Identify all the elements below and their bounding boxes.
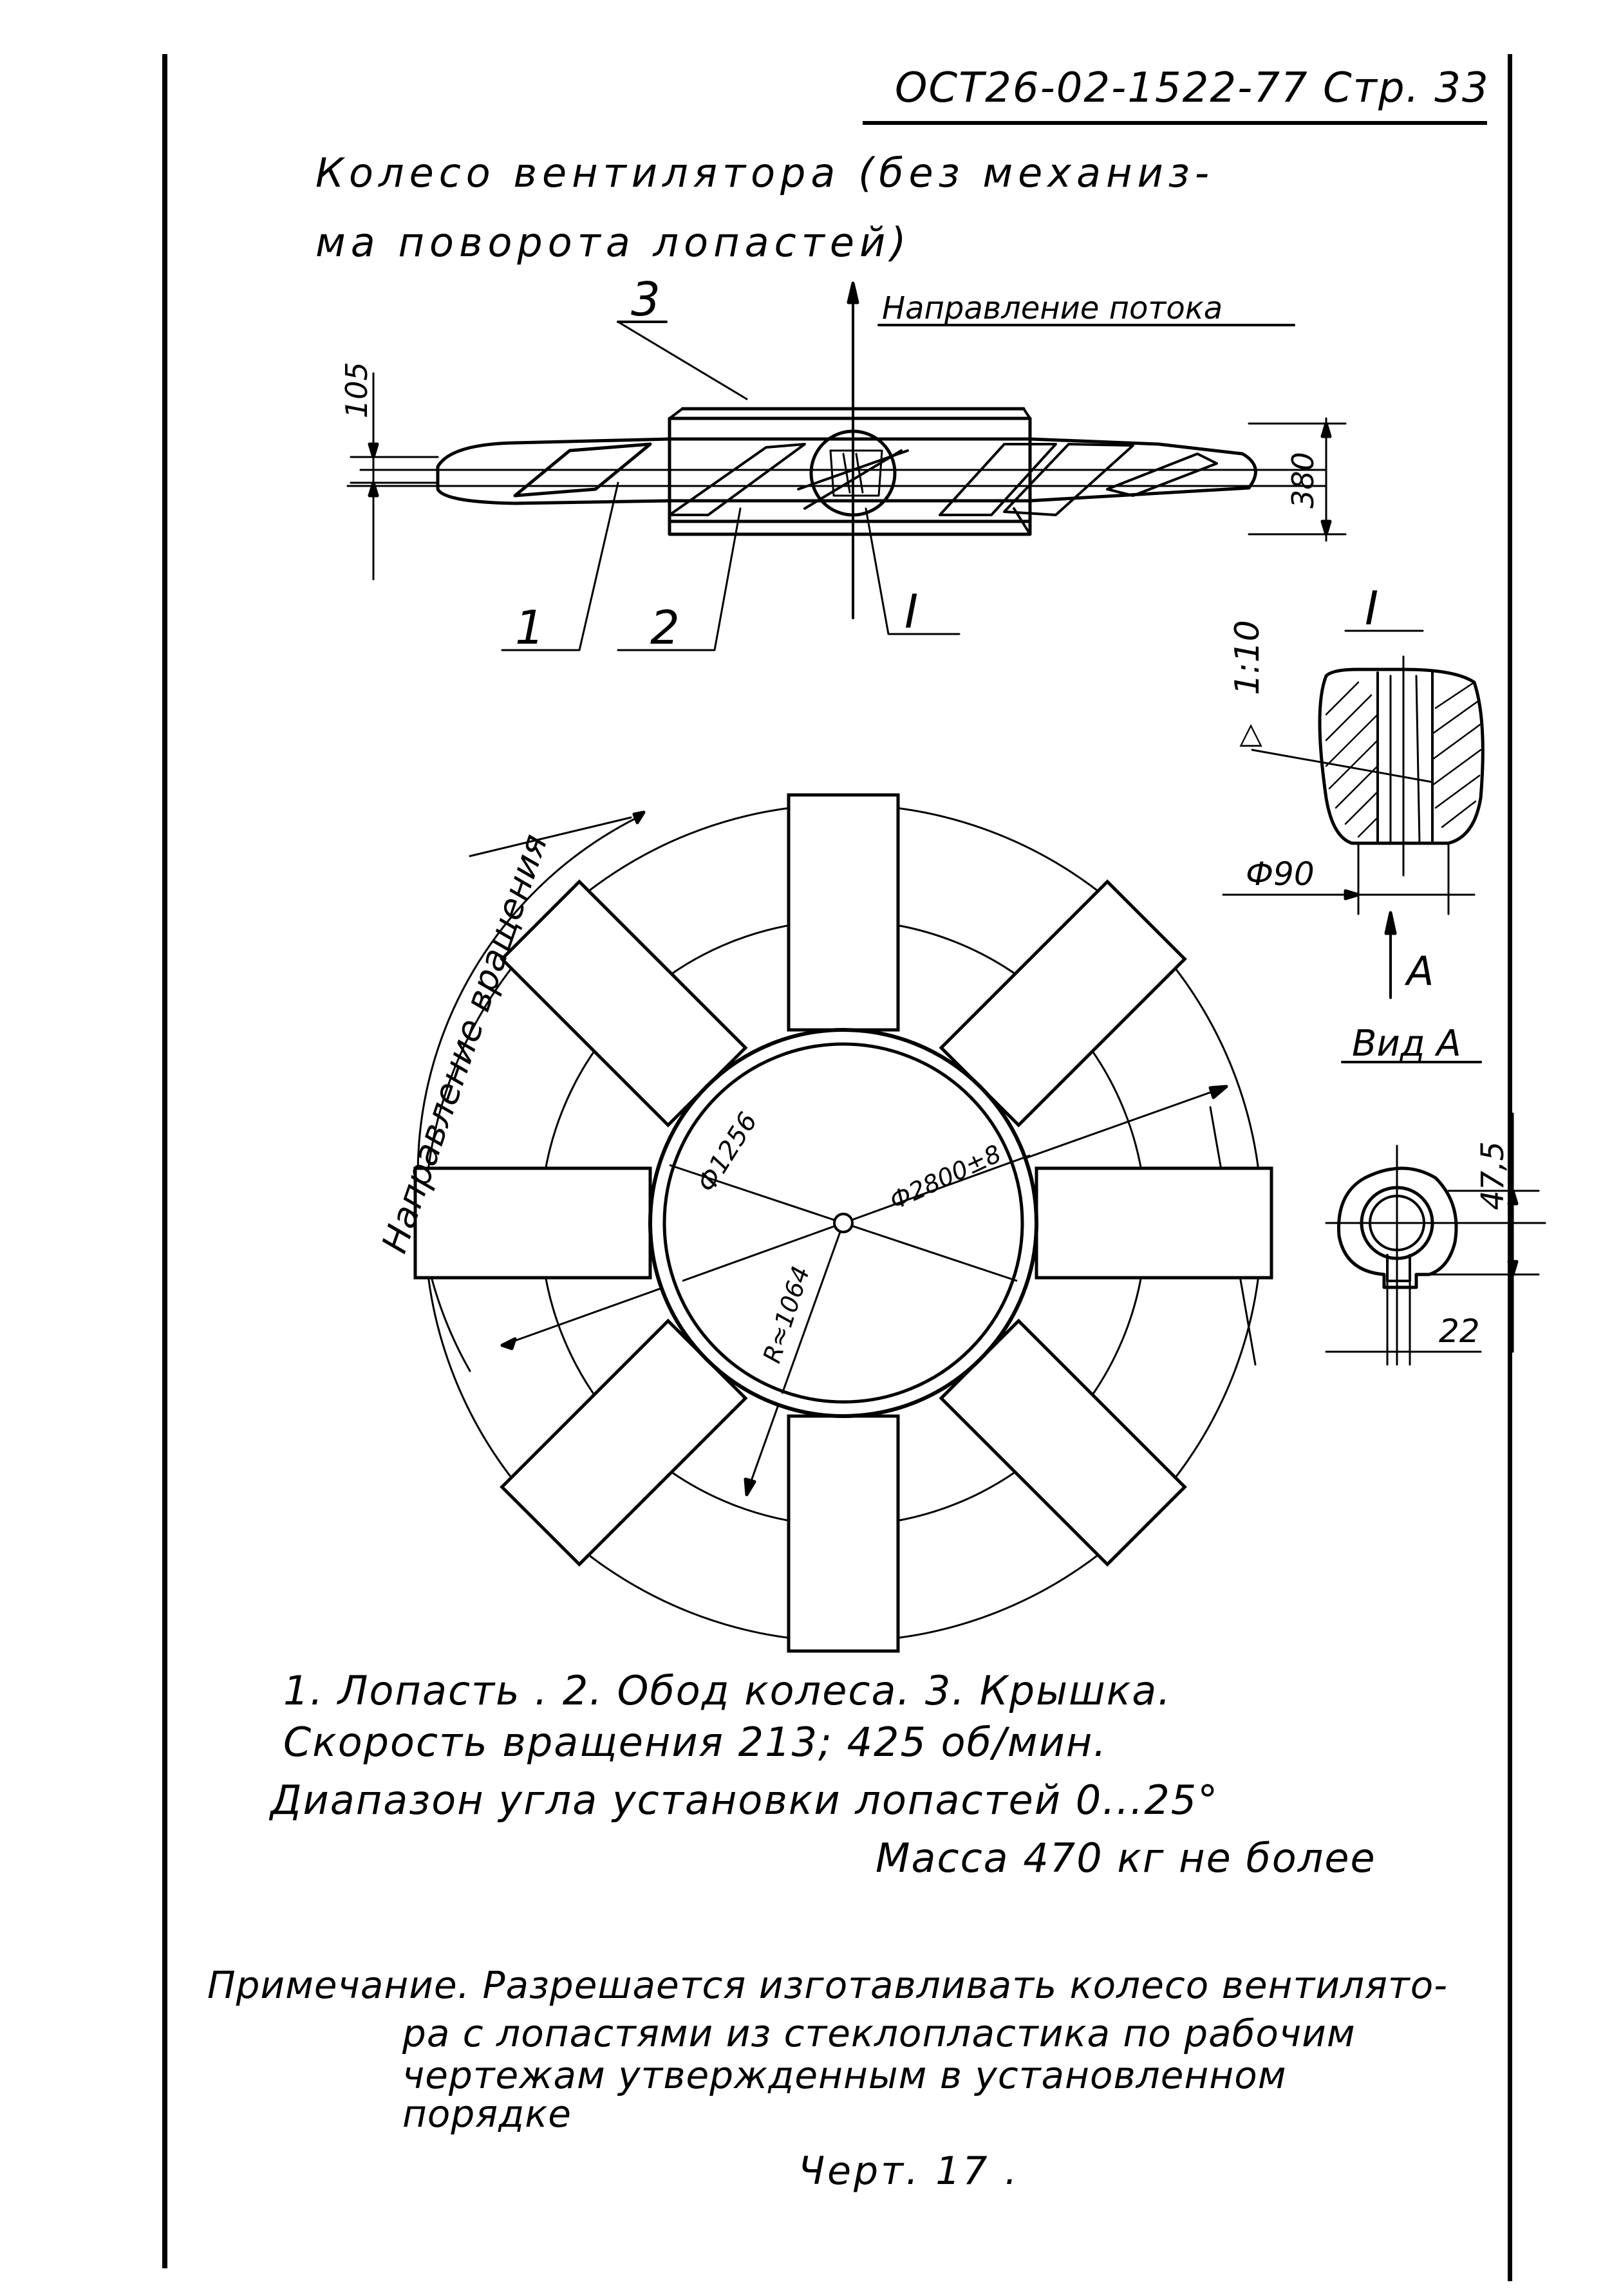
blade-7 [413, 1166, 652, 1280]
hub-dimension-line-2 [843, 1154, 1031, 1224]
caption-mass: Масса 470 кг не более [876, 1834, 1376, 1881]
note-line-3: чертежам утвержденным в установленном [402, 2053, 1287, 2097]
arrow-A-label: A [1404, 947, 1434, 994]
hub-dimension-line-4 [682, 1222, 844, 1282]
dim-380-label: 380 [1286, 452, 1320, 509]
blades-group [413, 793, 1273, 1653]
callout-1-label: 1 [515, 601, 545, 655]
blade-section-left [513, 442, 652, 498]
drawing-title-line-1: Колесо вентилятора (без механиз- [315, 149, 1215, 196]
hub-detail-circle [809, 429, 897, 517]
drawing-title-line-2: ма поворота лопастей) [315, 219, 912, 266]
callout-detail-label: I [904, 584, 918, 639]
note-line-2: ра с лопастями из стеклопластика по рабо… [402, 2011, 1356, 2055]
callout-2-label: 2 [650, 601, 680, 655]
flow-arrow-head [847, 281, 859, 304]
flow-direction-label: Направление потока [882, 290, 1223, 326]
detail-dia-label: Ф90 [1246, 855, 1315, 893]
detail-I-title: I [1365, 581, 1378, 635]
dim-22-label: 22 [1439, 1312, 1480, 1350]
callout-3-label: 3 [631, 272, 661, 326]
header-underline [863, 121, 1487, 125]
note-line-4: порядке [402, 2092, 572, 2136]
detail-I [1222, 630, 1485, 1063]
rim-inner [662, 1042, 1024, 1404]
hub-center [833, 1213, 854, 1233]
blade-3 [1035, 1166, 1273, 1280]
right-frame-line [1508, 54, 1512, 2281]
caption-speed: Скорость вращения 213; 425 об/мин. [283, 1719, 1108, 1766]
drawing-number: Черт. 17 . [798, 2149, 1020, 2194]
detail-hub-outline [1318, 667, 1485, 845]
taper-symbol: ▷ [1231, 723, 1266, 747]
note-line-1: Примечание. Разрешается изготавливать ко… [207, 1963, 1448, 2007]
caption-parts: 1. Лопасть . 2. Обод колеса. 3. Крышка. [283, 1667, 1172, 1714]
leader-1 [501, 481, 619, 651]
blade-profile [436, 437, 1257, 505]
leader-2 [617, 507, 742, 651]
blade-section-right [1003, 443, 1134, 516]
hub-dimension-line-3 [781, 1222, 845, 1394]
rotation-arc [417, 816, 639, 1372]
left-frame-line [162, 54, 167, 2268]
document-code: ОСТ26-02-1522-77 Стр. 33 [895, 64, 1490, 112]
side-view [346, 281, 1347, 651]
dim-47-5-label: 47,5 [1475, 1141, 1511, 1210]
leader-3 [617, 321, 748, 400]
view-A-outline [1337, 1166, 1458, 1289]
taper-label: 1:10 [1228, 620, 1267, 695]
leader-I [865, 507, 961, 635]
caption-angle: Диапазон угла установки лопастей 0...25° [270, 1777, 1219, 1824]
view-A-title: Вид А [1352, 1023, 1461, 1065]
blade-1 [787, 793, 900, 1032]
blade-5 [787, 1414, 900, 1653]
view-A [1325, 1112, 1546, 1366]
dim-105-label: 105 [339, 362, 374, 418]
